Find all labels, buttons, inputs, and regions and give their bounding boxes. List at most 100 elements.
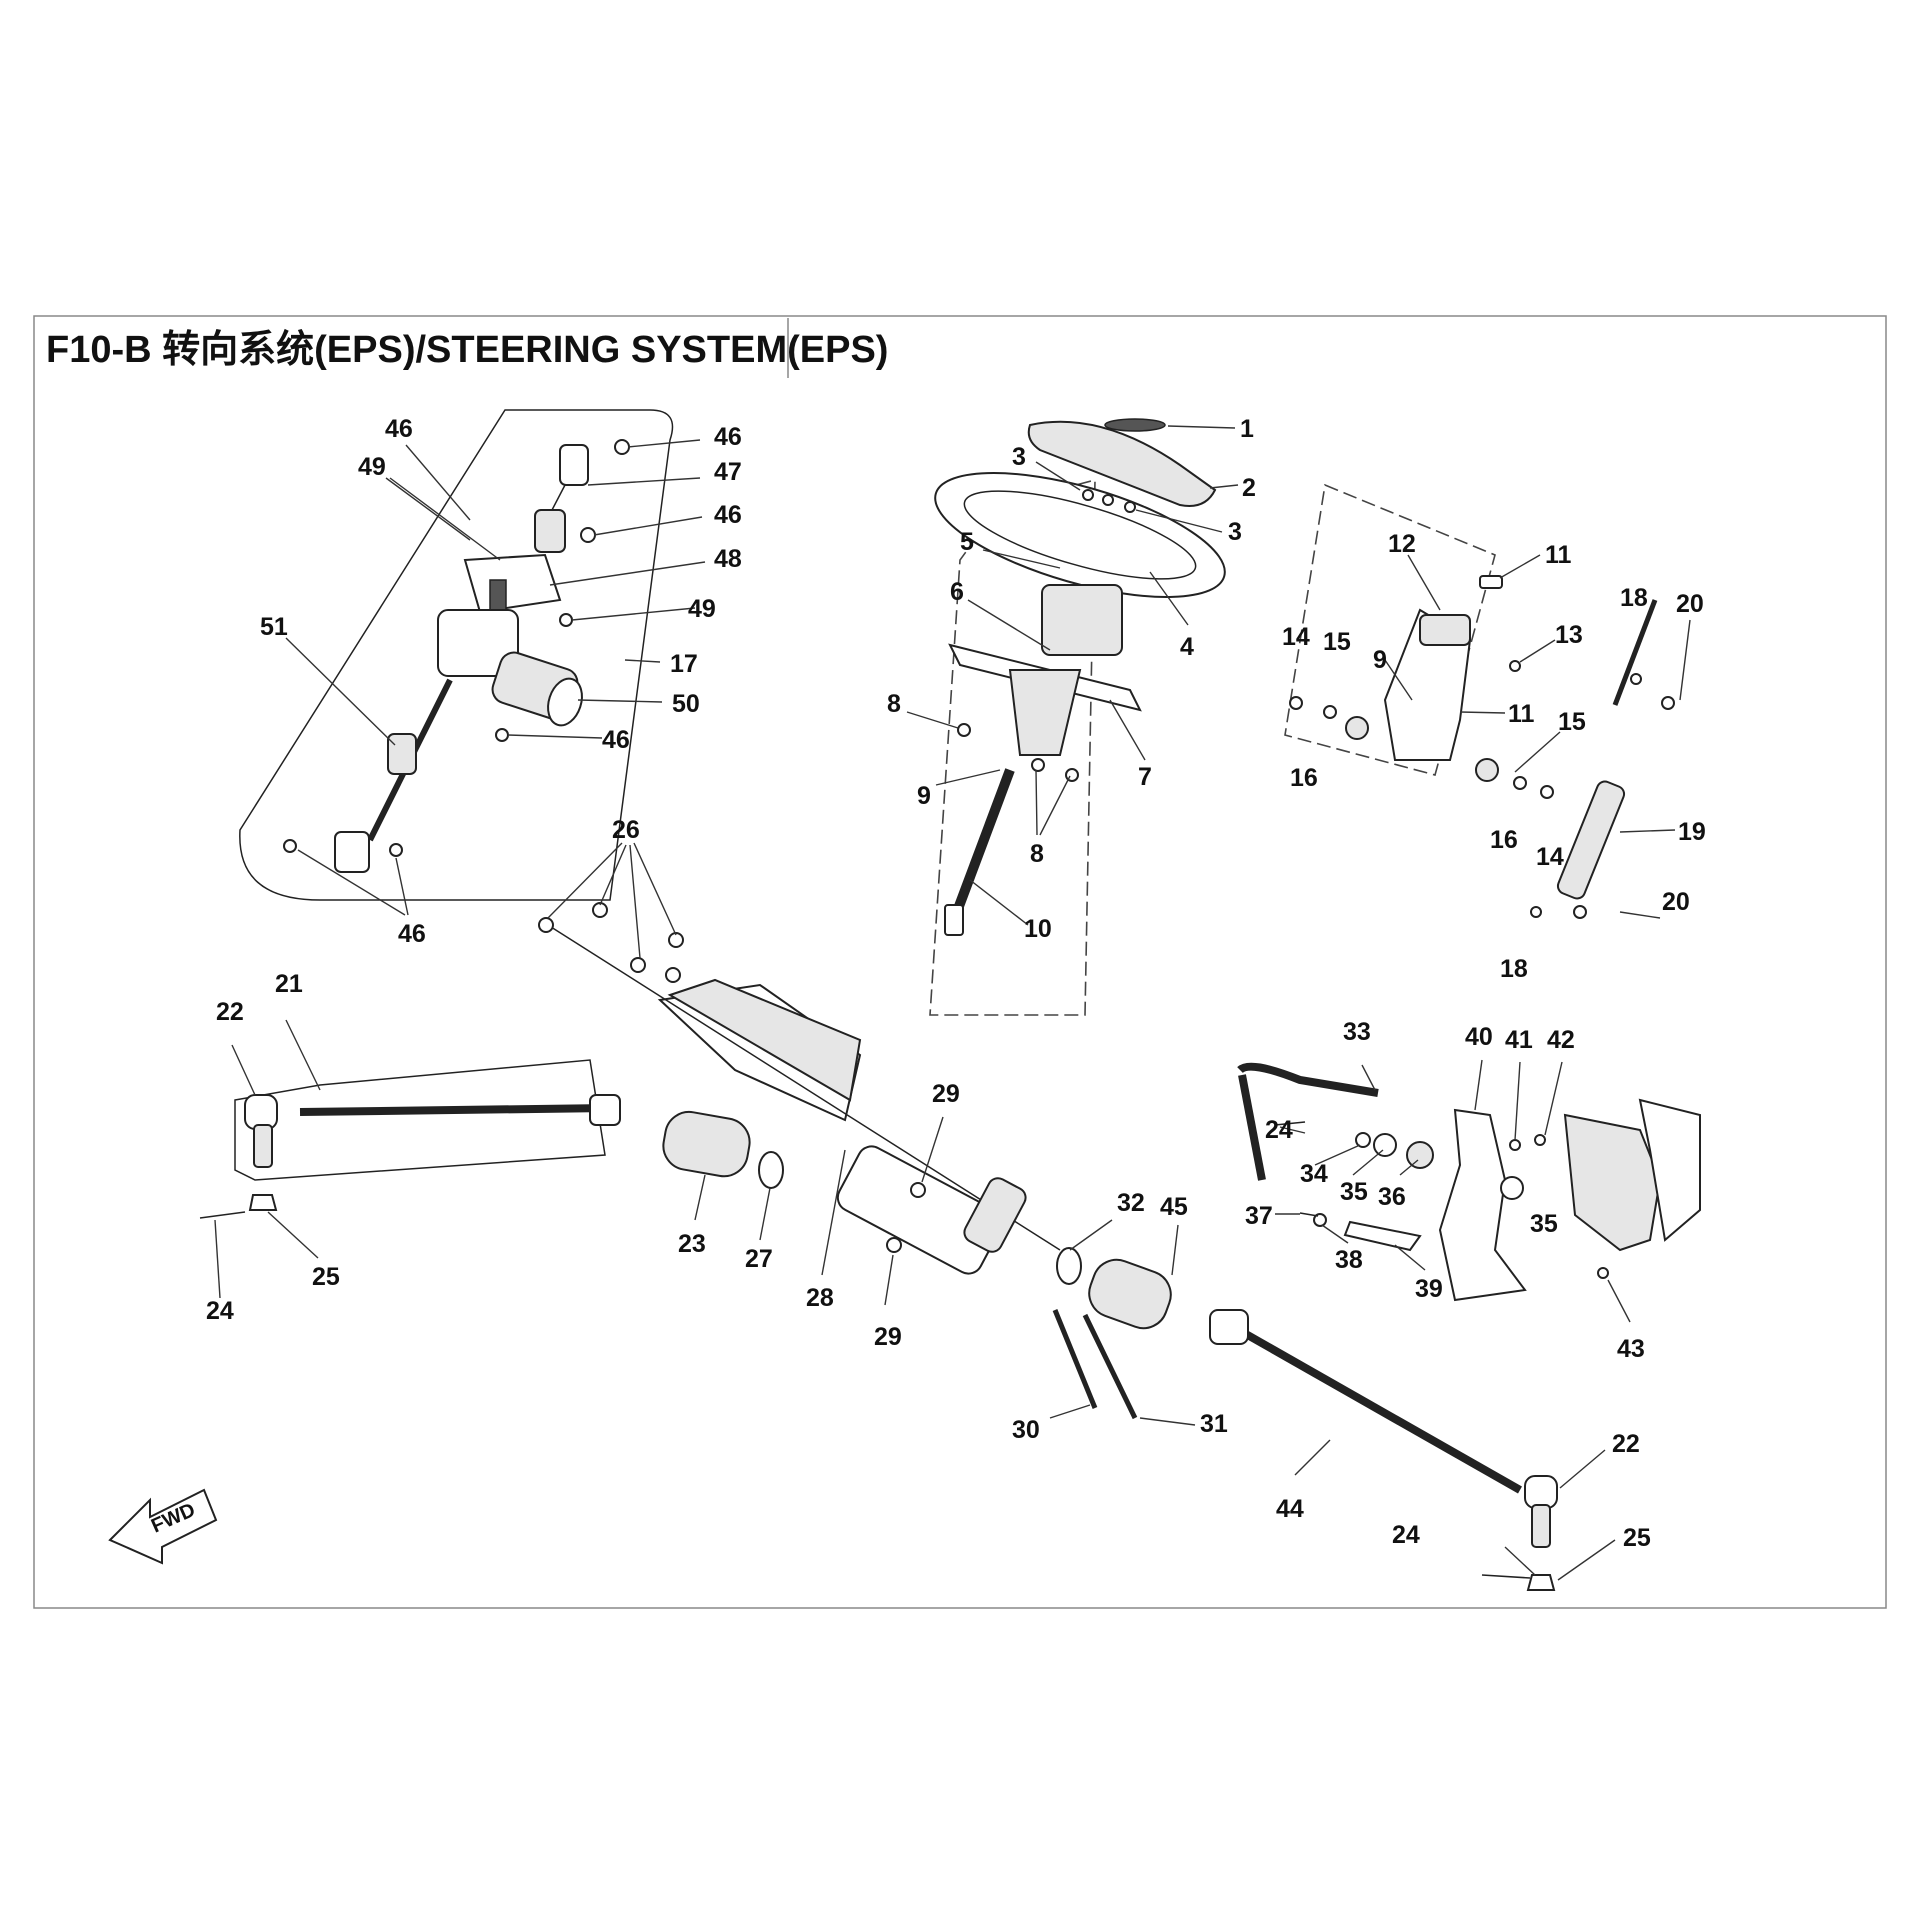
callout-48: 48 [714,545,742,573]
main-bracket [1438,1108,1527,1302]
callout-23: 23 [678,1230,706,1258]
callout-22a: 22 [216,998,244,1026]
bolt [614,439,630,455]
forward-direction-arrow: FWD [108,1488,218,1565]
callout-16a: 16 [1290,764,1318,792]
callout-27: 27 [745,1245,773,1273]
mounting-plate [463,553,562,614]
leader-20b [1619,911,1661,919]
callout-2: 2 [1242,474,1256,502]
callout-15b: 15 [1558,708,1586,736]
leader-7 [1109,699,1146,761]
bolt [580,527,596,543]
bolt [1031,758,1045,772]
callout-46e: 46 [398,920,426,948]
bolt [1082,489,1094,501]
boot-clamp-left [758,1151,784,1189]
leader-32 [1069,1219,1113,1251]
leader-22b [1559,1449,1606,1489]
castle-nut-left [248,1194,278,1211]
bolt [957,723,971,737]
leader-13 [1519,639,1556,663]
callout-30: 30 [1012,1416,1040,1444]
universal-joint-yoke [534,509,566,553]
leader-50 [577,699,663,703]
tilt-bracket-assembly [1284,483,1675,919]
leader-26 [547,842,677,959]
bolt [1289,696,1303,710]
tilt-lever [1419,614,1471,646]
callout-9b: 9 [1373,646,1387,674]
linkage-bracket-assembly [1237,1062,1701,1302]
long-bolt-30 [1052,1309,1098,1409]
callout-35b: 35 [1530,1210,1558,1238]
callout-31: 31 [1200,1410,1228,1438]
eps-gear-housing [437,609,519,677]
leader-15b [1514,731,1561,773]
washer [1313,1213,1327,1227]
leader-8b [1035,769,1071,836]
leader-46e [297,849,409,916]
tie-rod-end-right [1524,1475,1558,1509]
callout-14b: 14 [1536,843,1564,871]
leader-47 [587,477,701,486]
washer [1355,1132,1371,1148]
inner-tie-rod-left [589,1094,621,1126]
callout-7: 7 [1138,763,1152,791]
nut [630,957,646,973]
leader-1 [1167,425,1236,429]
strut-bolt-bottom [1573,905,1587,919]
castle-nut-right [1526,1574,1556,1591]
leader-51 [285,637,396,746]
callout-32: 32 [1117,1189,1145,1217]
callout-18b: 18 [1500,955,1528,983]
callout-22b: 22 [1612,1430,1640,1458]
leader-46c [593,516,703,536]
callout-14a: 14 [1282,623,1310,651]
cotter-pin-left [199,1211,246,1219]
group-boundary-17 [239,409,674,901]
universal-joint-top [559,444,589,486]
motor-end-cap [547,677,583,727]
mount-plate-rear [1638,1098,1701,1242]
callout-35a: 35 [1340,1178,1368,1206]
callout-25a: 25 [312,1263,340,1291]
callout-25b: 25 [1623,1524,1651,1552]
callout-labels: 1 2 3 3 4 5 6 7 8 8 9 9 10 11 11 12 13 1… [206,415,1706,1552]
joint-shaft [551,484,566,511]
callout-24b: 24 [1392,1521,1420,1549]
callout-46d: 46 [602,726,630,754]
bushing-left [1345,716,1369,740]
callout-4: 4 [1180,633,1194,661]
rack-housing-axis [539,919,1061,1251]
callout-51: 51 [260,613,288,641]
gas-strut-body [1556,780,1626,900]
group-boundary-tilt [1284,483,1496,776]
long-bolt-31 [1082,1313,1138,1420]
mount-plate [1563,1113,1662,1252]
leader-27 [759,1187,771,1241]
callout-11a: 11 [1545,541,1572,569]
callout-47: 47 [714,458,742,486]
callout-21: 21 [275,970,303,998]
callout-9a: 9 [917,782,931,810]
bolt [1513,776,1527,790]
callout-16b: 16 [1490,826,1518,854]
callout-50: 50 [672,690,700,718]
leader-31 [1139,1417,1196,1426]
callout-42: 42 [1547,1026,1575,1054]
callout-28: 28 [806,1284,834,1312]
callout-29a: 29 [932,1080,960,1108]
callout-37: 37 [1245,1202,1273,1230]
cotter-pin-right [1481,1574,1531,1579]
callout-10: 10 [1024,915,1052,943]
leader-9a [935,769,1001,786]
frame-mount-bracket [667,978,862,1102]
leader-19 [1619,829,1676,833]
rack-boot-left [662,1110,751,1178]
pin [1274,1121,1306,1126]
leader-24c [1279,1126,1306,1134]
bushing [1500,1176,1524,1200]
ball-stud-left [253,1124,273,1168]
leader-40 [1474,1059,1483,1111]
